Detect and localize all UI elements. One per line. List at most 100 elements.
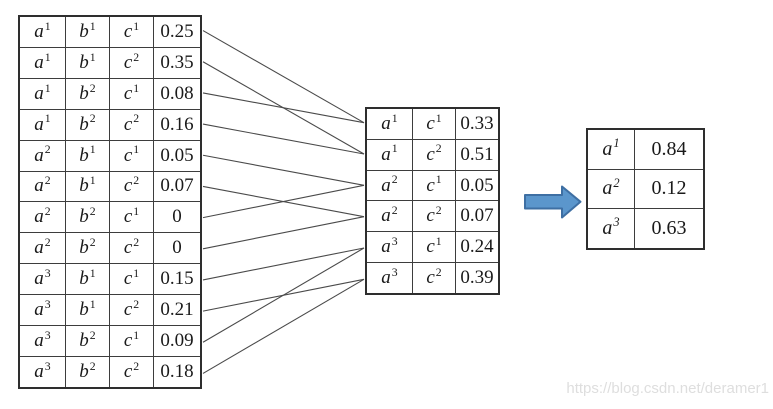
connector-line [202,154,365,186]
table-cell: b2 [65,324,110,357]
connector-line [202,184,365,219]
table-cell: a3 [365,262,413,295]
table-cell: a3 [365,231,413,263]
table-cell: c2 [412,138,456,171]
table-cell: c1 [412,231,456,263]
table-cell: b1 [65,170,110,203]
watermark-text: https://blog.csdn.net/deramer1 [566,380,769,397]
table-cell: a1 [365,138,413,171]
table-cell: c1 [109,15,154,49]
table-cell: 0.05 [153,139,202,172]
table-cell: a1 [18,77,66,110]
table-cell: a2 [18,139,66,172]
table-cell: a1 [586,128,635,170]
table-cell: b2 [65,355,110,389]
connector-line [202,30,365,124]
table-cell: 0.16 [153,108,202,141]
table-cell: b2 [65,108,110,141]
table-cell: b1 [65,263,110,296]
table-cell: c2 [109,232,154,265]
connector-line [202,123,365,155]
connector-line [202,92,365,124]
table-cell: a2 [18,170,66,203]
table-cell: 0.07 [153,170,202,203]
table-cell: a2 [18,232,66,265]
connector-line [202,278,365,374]
table-cell: 0.08 [153,77,202,110]
table-cell: c2 [109,170,154,203]
table-cell: a3 [18,294,66,326]
table-cell: 0.35 [153,47,202,79]
table-cell: c2 [109,108,154,141]
table-cell: a2 [586,168,635,210]
table-cell: b1 [65,139,110,172]
table-cell: a2 [365,200,413,233]
table-cell: a2 [18,201,66,234]
table-cell: a1 [365,107,413,140]
table-cell: c1 [109,139,154,172]
table-cell: 0.15 [153,263,202,296]
table-cell: a1 [18,15,66,49]
table-cell: b2 [65,232,110,265]
table-cell: 0.24 [455,231,500,263]
table-cell: 0.51 [455,138,500,171]
table-cell: 0 [153,232,202,265]
table-cell: c2 [412,262,456,295]
table-cell: b2 [65,201,110,234]
table-cell: 0.39 [455,262,500,295]
table-cell: 0.18 [153,355,202,389]
table-cell: b1 [65,294,110,326]
table-cell: 0.09 [153,324,202,357]
table-cell: c2 [109,294,154,326]
table-cell: 0.21 [153,294,202,326]
connector-line [202,247,365,281]
table-cell: a1 [18,108,66,141]
table-cell: c1 [109,324,154,357]
table-cell: c2 [109,355,154,389]
table-cell: 0.25 [153,15,202,49]
table-cell: b1 [65,15,110,49]
table-cell: c2 [109,47,154,79]
table-cell: c1 [412,107,456,140]
table-cell: a3 [18,355,66,389]
table-cell: a3 [18,263,66,296]
table-cell: c2 [412,200,456,233]
table-cell: 0.84 [634,128,705,170]
table-cell: a2 [365,169,413,202]
table-cell: c1 [109,263,154,296]
table-cell: c1 [109,77,154,110]
connector-line [202,216,365,250]
table-cell: b1 [65,47,110,79]
table-cell: 0.63 [634,208,705,250]
table-cell: 0 [153,201,202,234]
table-cell: 0.07 [455,200,500,233]
table-cell: a3 [586,208,635,250]
table-cell: 0.33 [455,107,500,140]
connector-line [202,247,365,343]
table-cell: a3 [18,324,66,357]
